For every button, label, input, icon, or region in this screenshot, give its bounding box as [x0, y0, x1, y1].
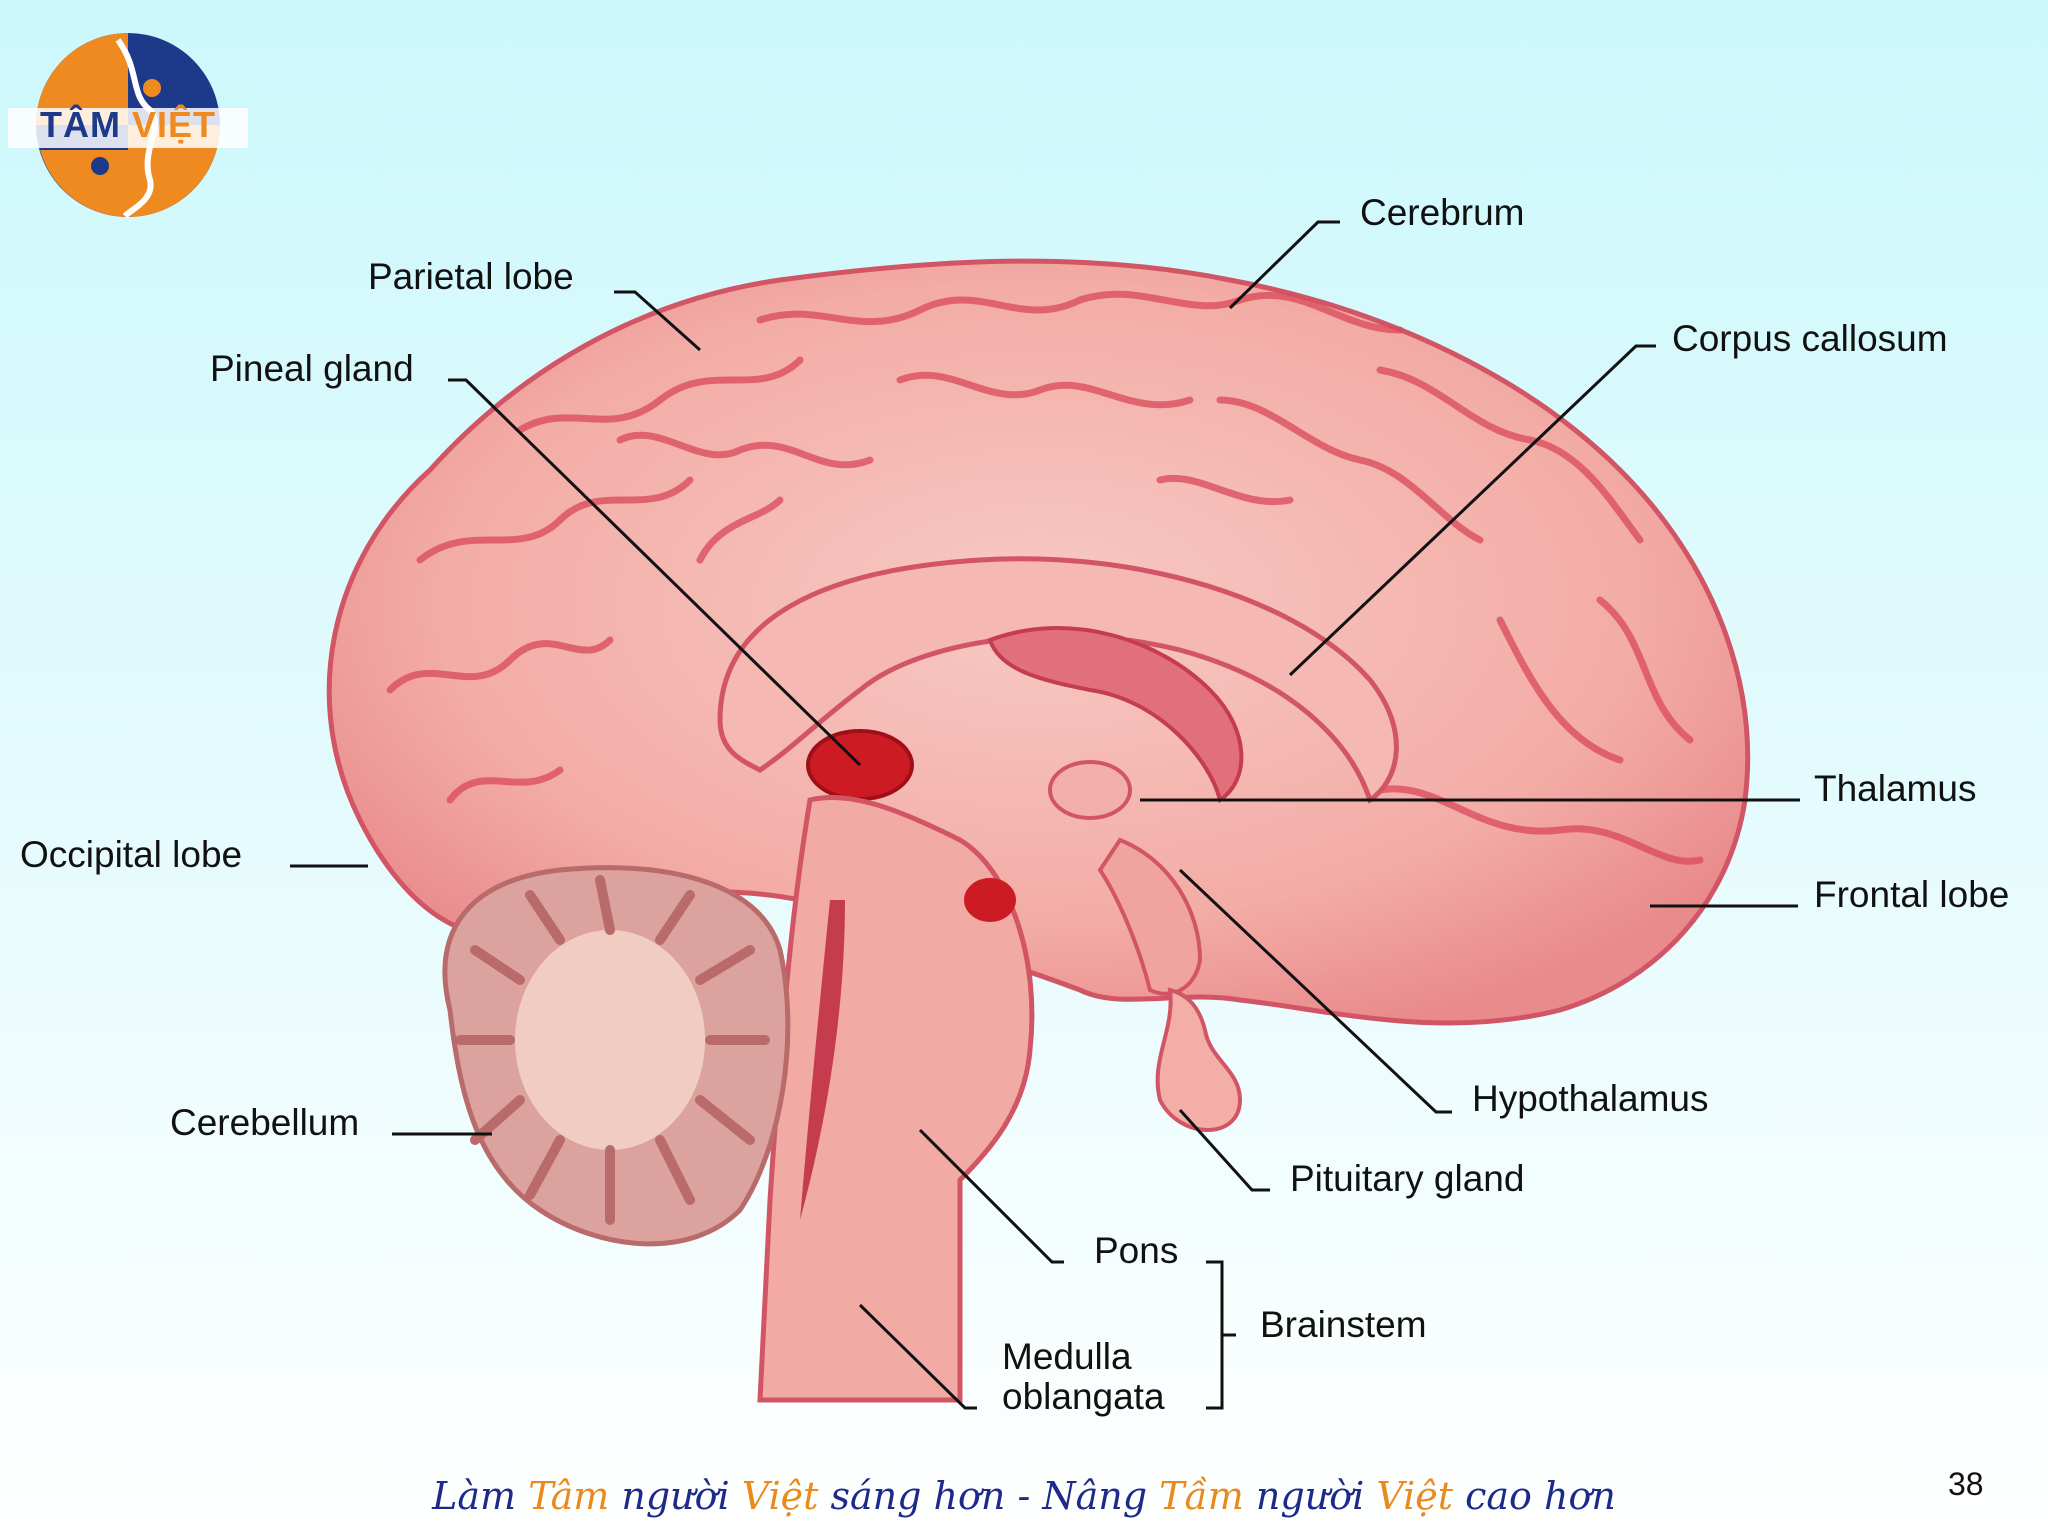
footer-slogan: Làm Tâm người Việt sáng hơn - Nâng Tầm n… [0, 1474, 2048, 1518]
corpus-callosum-shape [717, 556, 1399, 804]
logo-word-viet: VIỆT [131, 104, 216, 145]
label-medulla-line1: Medulla [1002, 1336, 1132, 1377]
leader-lines [290, 220, 1800, 1410]
hypothalamus-shape [1097, 837, 1203, 996]
label-cerebrum: Cerebrum [1360, 192, 1525, 233]
footer-part-5: sáng hơn - Nâng [818, 1474, 1160, 1518]
thalamus-shape [1048, 760, 1132, 820]
pituitary-gland-shape [1155, 987, 1243, 1132]
label-pons: Pons [1094, 1230, 1179, 1271]
page-number: 38 [1948, 1466, 1984, 1502]
footer-part-6: Tầm [1159, 1474, 1244, 1518]
label-pineal-gland: Pineal gland [210, 348, 414, 389]
footer-part-3: người [609, 1474, 742, 1518]
label-cerebellum: Cerebellum [170, 1102, 360, 1143]
logo-word-tam: TÂM [39, 104, 121, 145]
footer-part-1: Làm [432, 1474, 529, 1518]
logo-text: TÂM VIỆT [10, 104, 246, 146]
footer-part-7: người [1243, 1474, 1377, 1518]
ventricle-shape [800, 900, 845, 1220]
label-parietal-lobe: Parietal lobe [368, 256, 574, 297]
aqueduct-shape [964, 878, 1016, 922]
logo-globe-icon [8, 33, 248, 219]
label-occipital-lobe: Occipital lobe [20, 834, 243, 875]
cerebellum-shape [442, 865, 791, 1247]
label-brainstem: Brainstem [1260, 1304, 1427, 1345]
footer-part-2: Tâm [528, 1474, 610, 1518]
label-pituitary-gland: Pituitary gland [1290, 1158, 1525, 1199]
footer-part-9: cao hơn [1453, 1474, 1616, 1518]
label-corpus-callosum: Corpus callosum [1672, 318, 1948, 359]
label-frontal-lobe: Frontal lobe [1814, 874, 2010, 915]
label-hypothalamus: Hypothalamus [1472, 1078, 1709, 1119]
footer-part-4: Việt [741, 1474, 819, 1518]
footer-part-8: Việt [1376, 1474, 1453, 1518]
label-thalamus: Thalamus [1814, 768, 1977, 809]
label-medulla-line2: oblangata [1002, 1376, 1165, 1417]
